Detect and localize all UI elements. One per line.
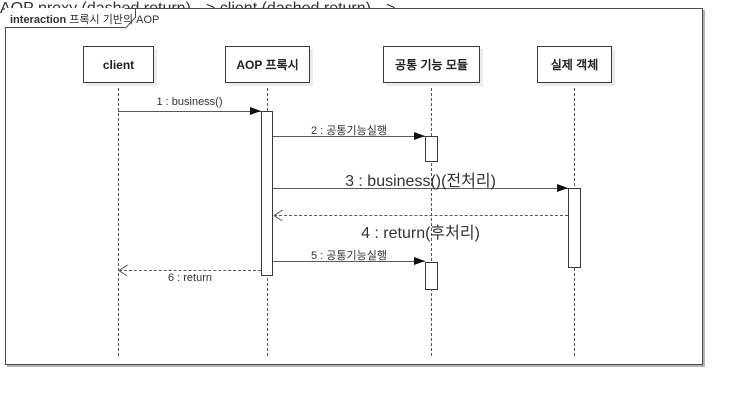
frame-name-pentagon-edge	[135, 8, 136, 18]
message-1-arrowhead-icon	[250, 107, 261, 115]
message-2-arrowhead-icon	[414, 132, 425, 140]
frame-keyword: interaction	[10, 14, 67, 26]
message-1-line	[118, 111, 261, 112]
message-6-label: 6 : return	[167, 272, 213, 284]
activation-real-object	[568, 188, 581, 268]
activation-common-module-2	[425, 262, 438, 290]
message-4-line	[274, 215, 568, 216]
lifeline-label: 실제 객체	[550, 58, 599, 72]
frame-title-text: 프록시 기반의 AOP	[69, 14, 160, 26]
message-3-line	[273, 188, 568, 189]
lifeline-label: client	[102, 57, 135, 72]
frame-name-pentagon	[5, 8, 125, 28]
lifeline-label: 공통 기능 모듈	[395, 58, 468, 72]
message-6-line	[119, 270, 261, 271]
message-1-label: 1 : business()	[156, 96, 223, 108]
message-5-label: 5 : 공통기능실행	[310, 250, 387, 262]
lifeline-head-real-object: 실제 객체	[537, 46, 612, 83]
lifeline-head-common-module: 공통 기능 모듈	[383, 46, 480, 83]
message-2-label: 2 : 공통기능실행	[310, 125, 387, 137]
lifeline-common-module	[431, 83, 432, 356]
message-3-label: 3 : business()(전처리)	[345, 173, 496, 190]
message-3-arrowhead-icon	[557, 184, 568, 192]
message-4-label: 4 : return(후처리)	[361, 225, 480, 242]
activation-common-module-1	[425, 136, 438, 162]
activation-aop-proxy	[261, 111, 273, 276]
frame-title: interaction 프록시 기반의 AOP	[10, 11, 159, 27]
lifeline-client	[118, 83, 119, 356]
lifeline-head-aop-proxy: AOP 프록시	[225, 46, 310, 83]
message-5-arrowhead-icon	[414, 257, 425, 265]
message-5-line	[273, 261, 425, 262]
lifeline-head-client: client	[83, 46, 154, 83]
lifeline-label: AOP 프록시	[236, 58, 299, 72]
message-2-line	[273, 136, 425, 137]
